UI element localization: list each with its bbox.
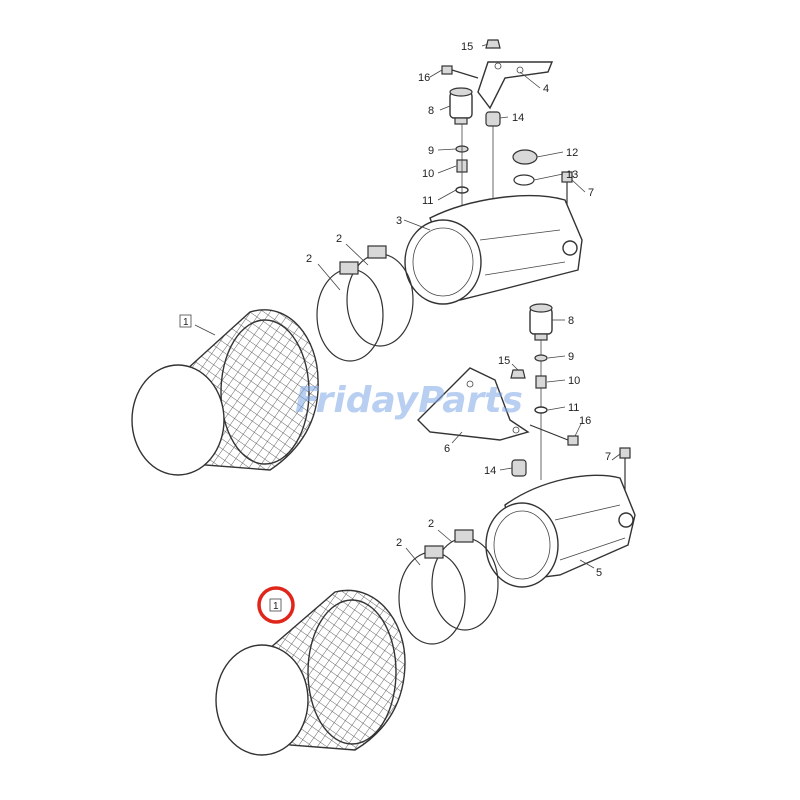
- callout-label: 11: [422, 195, 433, 207]
- lower-callouts: 8 9 15 10 11 16 6 14 7 5 2 2 1: [257, 315, 611, 624]
- upper-callouts: 15 16 4 8 14 9 10 11 12 13 7 3 2 2 1: [179, 41, 594, 328]
- bracket-part: [417, 367, 530, 441]
- callout-label: 14: [484, 465, 496, 477]
- upper-leaders: [194, 43, 586, 336]
- callout-label: 6: [444, 443, 450, 455]
- callout-box: [179, 314, 192, 328]
- callout-label: 2: [428, 518, 434, 530]
- spacer-part: [485, 111, 501, 205]
- svg-text:FridayParts: FridayParts: [295, 380, 523, 421]
- hose-clamp-part: [398, 529, 499, 645]
- bolt-part: [529, 424, 579, 446]
- callout-label: 8: [568, 315, 574, 327]
- inlet-housing-part: [485, 474, 636, 588]
- spacer-part: [511, 459, 527, 477]
- watermark-text-part1: Friday: [295, 380, 420, 421]
- bracket-part: [477, 61, 554, 110]
- callout-label: 3: [396, 215, 402, 227]
- callout-label: 13: [566, 169, 578, 181]
- cap-part: [512, 149, 538, 186]
- callout-label: 16: [579, 415, 591, 427]
- callout-label: 12: [566, 147, 578, 159]
- hardware-stack-part: [534, 354, 548, 414]
- callout-label: 5: [596, 567, 602, 579]
- callout-label: 9: [428, 145, 434, 157]
- callout-label: 15: [498, 355, 510, 367]
- callout-label: 4: [543, 83, 549, 95]
- callout-label: 15: [461, 41, 473, 53]
- callout-label: 2: [336, 233, 342, 245]
- callout-label: 1: [273, 601, 279, 612]
- inlet-housing-part: [404, 195, 583, 305]
- nut-part: [485, 39, 501, 49]
- air-filter-part: [215, 589, 406, 756]
- highlight-circle: [257, 586, 295, 624]
- callout-label: 16: [418, 72, 430, 84]
- lower-leaders: [405, 319, 621, 569]
- callout-label: 10: [422, 168, 434, 180]
- bolt-part: [441, 65, 479, 79]
- watermark-text-part2: Parts: [418, 380, 523, 421]
- hardware-stack-part: [455, 124, 469, 212]
- callout-label: 1: [183, 317, 189, 328]
- isolator-part: [529, 303, 553, 480]
- callout-label: 11: [568, 402, 579, 414]
- callout-box: [269, 598, 282, 612]
- nut-part: [510, 369, 526, 379]
- callout-label: 7: [605, 451, 611, 463]
- callout-label: 8: [428, 105, 434, 117]
- air-filter-part: [131, 309, 319, 476]
- callout-label: 7: [588, 187, 594, 199]
- callout-label: 2: [396, 537, 402, 549]
- callout-label: 14: [512, 112, 524, 124]
- callout-label: 2: [306, 253, 312, 265]
- hose-clamp-part: [316, 245, 414, 362]
- isolator-part: [449, 87, 473, 125]
- callout-label: 10: [568, 375, 580, 387]
- watermark: FridayParts: [295, 380, 523, 421]
- callout-label: 9: [568, 351, 574, 363]
- lower-assembly: 8 9 15 10 11 16 6 14 7 5 2 2 1: [215, 303, 636, 756]
- upper-assembly: 15 16 4 8 14 9 10 11 12 13 7 3 2 2 1: [131, 39, 594, 476]
